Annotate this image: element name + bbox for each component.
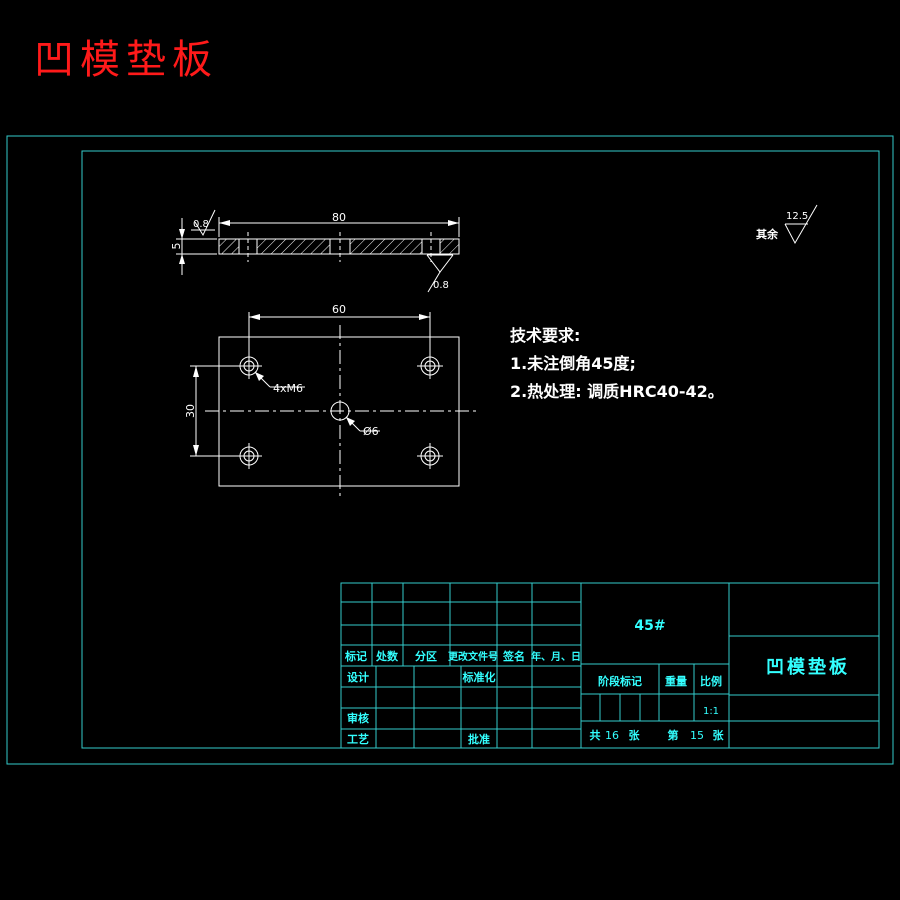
label-stage-mark: 阶段标记: [598, 674, 642, 688]
rev-header-doc: 更改文件号: [448, 650, 498, 663]
roughness-bottom-value: 0.8: [433, 280, 449, 291]
part-name: 凹模垫板: [766, 656, 850, 678]
side-dim-thickness: 5: [170, 243, 183, 250]
hole-bottom-right: [417, 443, 443, 469]
outer-frame: [6, 135, 894, 765]
material: 45#: [634, 618, 665, 634]
hole-top-left: [236, 353, 262, 379]
rev-header-zone: 分区: [415, 649, 437, 663]
sheet-unit-current: 张: [713, 728, 725, 742]
tech-req-item: 2.热处理: 调质HRC40-42。: [510, 382, 724, 401]
tech-req-item: 1.未注倒角45度;: [510, 354, 636, 373]
hole-top-right: [417, 353, 443, 379]
label-weight: 重量: [665, 674, 687, 688]
hole-bottom-left: [236, 443, 262, 469]
label-design: 设计: [347, 670, 369, 684]
sheet-prefix: 第: [668, 728, 679, 742]
rev-header-date: 年、月、日: [531, 650, 581, 663]
rev-header-mark: 标记: [344, 649, 367, 663]
side-dim-length: 80: [332, 211, 346, 224]
rev-header-count: 处数: [375, 649, 399, 663]
title-block: [340, 582, 880, 749]
roughness-other-label: 其余: [756, 227, 779, 241]
roughness-other-value: 12.5: [786, 211, 808, 222]
center-hole-callout: Ø6: [363, 425, 379, 438]
roughness-other-symbol: [784, 204, 818, 245]
label-approve: 批准: [468, 732, 490, 746]
total-sheets: 16: [605, 729, 619, 742]
sheet-number: 15: [690, 729, 704, 742]
side-view: [176, 209, 460, 293]
scale-value: 1:1: [703, 706, 719, 717]
rev-header-sign: 签名: [502, 649, 525, 663]
plan-view: [190, 312, 478, 500]
roughness-top-value: 0.8: [193, 219, 209, 230]
sheet-unit-total: 张: [629, 728, 641, 742]
total-prefix: 共: [590, 728, 601, 742]
tech-req-heading: 技术要求:: [510, 326, 580, 345]
plan-dim-spacing-y: 30: [184, 404, 197, 418]
label-standardization: 标准化: [462, 670, 496, 684]
plan-dim-spacing-x: 60: [332, 303, 346, 316]
label-scale: 比例: [700, 674, 722, 688]
label-process: 工艺: [347, 732, 369, 746]
hole-callout: 4xM6: [273, 382, 303, 395]
drawing-title: 凹模垫板: [34, 37, 218, 83]
label-review: 审核: [347, 711, 369, 725]
hole-center: [330, 401, 350, 421]
